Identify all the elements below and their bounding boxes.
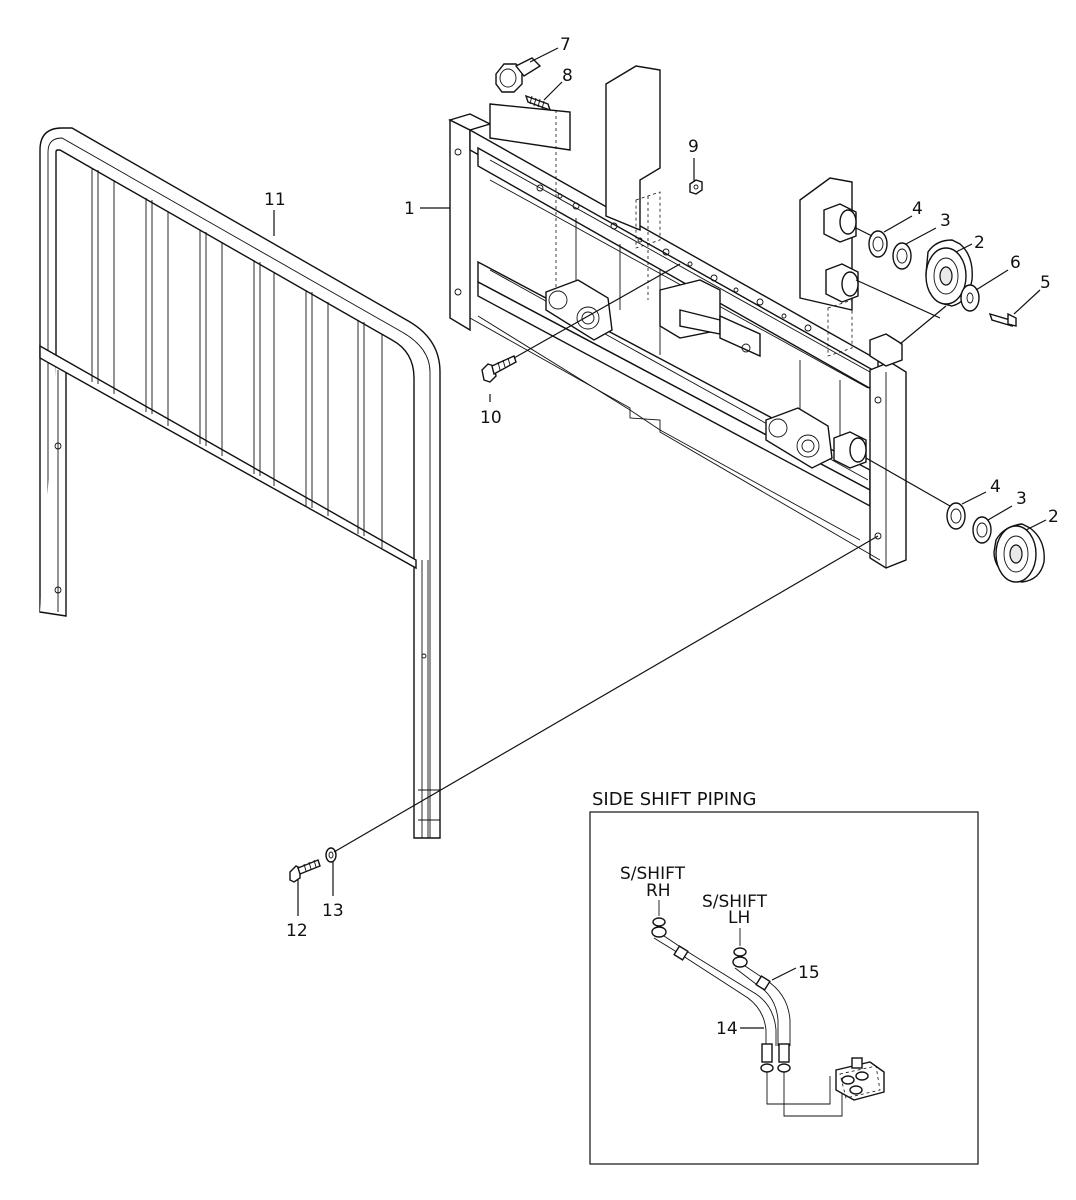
fork-carriage <box>448 65 907 569</box>
rh-label-line2: RH <box>646 881 671 901</box>
callout-8: 8 <box>562 66 573 86</box>
stopper-bolt-7 <box>495 57 542 93</box>
hose-15 <box>732 928 843 1117</box>
lh-label-line1: S/SHIFT <box>702 892 768 912</box>
callout-1: 1 <box>404 199 415 219</box>
callout-4-lower: 4 <box>990 477 1001 497</box>
callout-2-upper: 2 <box>974 233 985 253</box>
callout-12: 12 <box>286 921 308 941</box>
bolt-10 <box>481 355 517 383</box>
callout-3-lower: 3 <box>1016 489 1027 509</box>
hose-14 <box>651 900 831 1105</box>
callout-14: 14 <box>716 1019 738 1039</box>
callout-4-upper: 4 <box>912 199 923 219</box>
inset-title: SIDE SHIFT PIPING <box>592 789 756 810</box>
leader-lines <box>273 47 1047 916</box>
washer-13 <box>325 847 337 863</box>
callout-11: 11 <box>264 190 286 210</box>
manifold-block <box>835 1057 885 1101</box>
callout-9: 9 <box>688 137 699 157</box>
nut-9 <box>689 179 703 195</box>
callout-2-lower: 2 <box>1048 507 1059 527</box>
setscrew-8 <box>524 94 552 112</box>
callout-13: 13 <box>322 901 344 921</box>
bolt-12 <box>289 859 321 883</box>
rh-label-line1: S/SHIFT <box>620 864 686 884</box>
lh-label-line2: LH <box>728 908 750 928</box>
callout-15: 15 <box>798 963 820 983</box>
load-backrest <box>39 127 441 839</box>
inset-frame <box>589 811 979 1165</box>
roller-set-upper <box>868 230 1017 328</box>
side-shift-piping-inset: SIDE SHIFT PIPING S/SHIFT RH S/SHIFT LH <box>589 789 979 1165</box>
callout-6: 6 <box>1010 253 1021 273</box>
callout-3-upper: 3 <box>940 211 951 231</box>
callout-labels: 1 7 8 9 10 11 4 3 2 6 5 4 3 2 12 13 <box>264 35 1059 941</box>
callout-10: 10 <box>480 408 502 428</box>
callout-7: 7 <box>560 35 571 55</box>
roller-set-lower <box>946 502 1045 583</box>
callout-5: 5 <box>1040 273 1051 293</box>
